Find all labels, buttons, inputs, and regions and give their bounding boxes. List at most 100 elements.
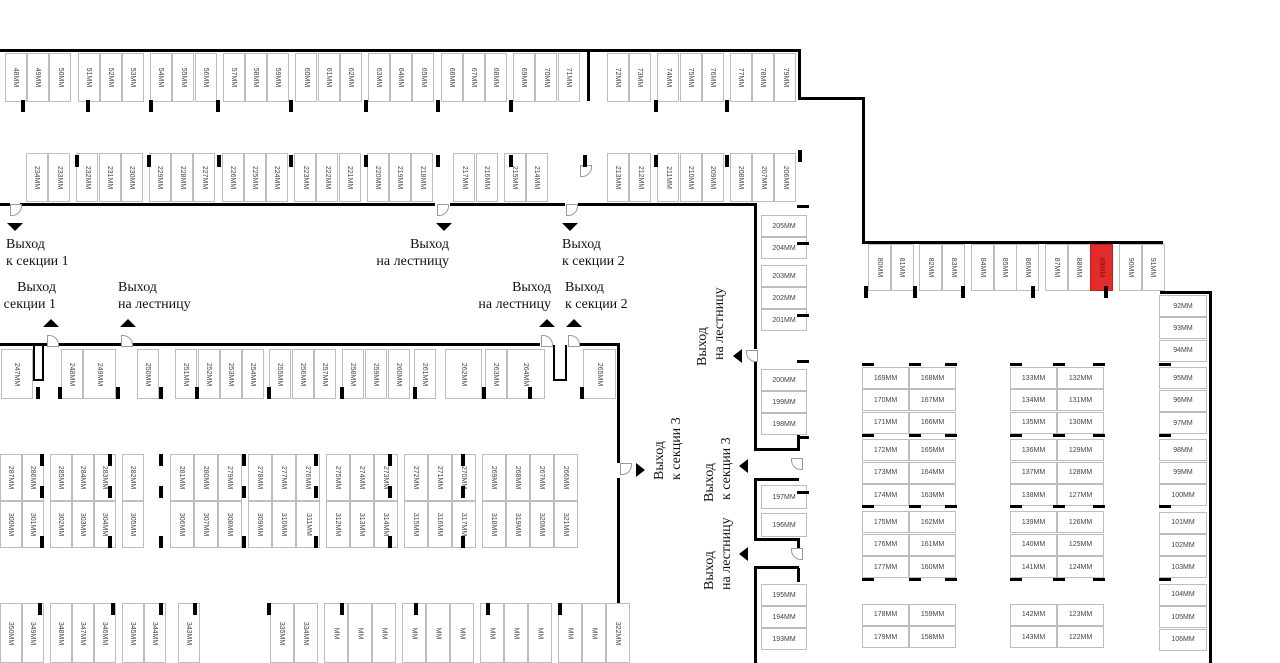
parking-spot[interactable]: 218MM (411, 153, 434, 202)
parking-spot[interactable]: 259MM (365, 349, 387, 399)
parking-spot[interactable]: 312MM (326, 501, 350, 548)
parking-spot[interactable]: 261MM (414, 349, 436, 399)
parking-spot[interactable]: 269MM (482, 454, 506, 501)
parking-spot[interactable]: 160MM (909, 556, 956, 579)
parking-spot[interactable]: 131MM (1057, 389, 1104, 412)
parking-spot[interactable]: 94MM (1159, 339, 1207, 362)
parking-spot[interactable]: 127MM (1057, 484, 1104, 506)
parking-spot[interactable]: 126MM (1057, 511, 1104, 534)
parking-spot[interactable]: 179MM (862, 626, 909, 648)
parking-spot[interactable]: 85MM (993, 244, 1017, 291)
parking-spot[interactable]: 257MM (314, 349, 336, 399)
parking-spot[interactable]: 98MM (1159, 439, 1207, 462)
parking-spot[interactable]: 159MM (909, 603, 956, 626)
parking-spot[interactable]: 69MM (513, 53, 536, 102)
parking-spot[interactable]: 67MM (462, 53, 485, 102)
parking-spot[interactable]: 278MM (248, 454, 272, 501)
parking-spot[interactable]: 96MM (1159, 389, 1207, 412)
parking-spot[interactable]: 52MM (99, 53, 122, 102)
parking-spot[interactable]: 195MM (761, 584, 807, 606)
parking-spot[interactable]: 272MM (404, 454, 428, 501)
parking-spot[interactable]: 137MM (1010, 461, 1057, 484)
parking-spot[interactable]: 141MM (1010, 556, 1057, 579)
parking-spot[interactable]: 100MM (1159, 484, 1207, 507)
parking-spot[interactable]: 309MM (248, 501, 272, 548)
parking-spot[interactable]: MM (528, 603, 552, 663)
parking-spot[interactable]: 263MM (485, 349, 507, 399)
parking-spot[interactable]: 84MM (970, 244, 994, 291)
parking-spot[interactable]: 170MM (862, 389, 909, 412)
parking-spot[interactable]: 322MM (606, 603, 630, 663)
parking-spot[interactable]: 217MM (453, 153, 476, 202)
parking-spot[interactable]: 253MM (220, 349, 242, 399)
parking-spot[interactable]: 171MM (862, 411, 909, 434)
parking-spot[interactable]: 228MM (171, 153, 194, 202)
parking-spot[interactable]: 229MM (149, 153, 171, 202)
parking-spot[interactable]: 321MM (554, 501, 578, 548)
parking-spot[interactable]: 138MM (1010, 484, 1057, 506)
parking-spot[interactable]: 199MM (761, 391, 807, 413)
parking-spot[interactable]: 90MM (1119, 244, 1142, 291)
parking-spot[interactable]: 139MM (1010, 511, 1057, 534)
parking-spot[interactable]: 265MM (583, 349, 616, 399)
parking-spot[interactable]: 300MM (0, 501, 22, 548)
parking-spot[interactable]: 284MM (72, 454, 94, 501)
parking-spot[interactable]: 277MM (272, 454, 296, 501)
parking-spot[interactable]: 161MM (909, 533, 956, 556)
parking-spot[interactable]: 223MM (294, 153, 317, 202)
parking-spot[interactable]: 140MM (1010, 533, 1057, 556)
parking-spot[interactable]: 61MM (317, 53, 340, 102)
parking-spot[interactable]: 87MM (1044, 244, 1068, 291)
parking-spot[interactable]: 307MM (194, 501, 218, 548)
parking-spot[interactable]: 249MM (83, 349, 116, 399)
parking-spot[interactable]: 168MM (909, 367, 956, 389)
parking-spot[interactable]: 318MM (482, 501, 506, 548)
parking-spot[interactable]: MM (372, 603, 396, 663)
parking-spot[interactable]: MM (480, 603, 504, 663)
parking-spot[interactable]: 73MM (629, 53, 652, 102)
parking-spot[interactable]: 201MM (761, 309, 807, 331)
parking-spot[interactable]: 55MM (172, 53, 195, 102)
parking-spot[interactable]: MM (504, 603, 528, 663)
parking-spot[interactable]: 82MM (919, 244, 943, 291)
parking-spot[interactable]: 225MM (243, 153, 266, 202)
parking-spot[interactable]: 122MM (1057, 626, 1104, 648)
parking-spot[interactable]: 347MM (72, 603, 94, 663)
parking-spot[interactable]: MM (324, 603, 348, 663)
parking-spot[interactable]: 250MM (137, 349, 159, 399)
parking-spot[interactable]: 50MM (49, 53, 72, 102)
parking-spot[interactable]: 251MM (175, 349, 197, 399)
parking-spot[interactable]: 166MM (909, 411, 956, 434)
parking-spot[interactable]: 196MM (761, 513, 807, 537)
parking-spot[interactable]: 57MM (222, 53, 245, 102)
parking-spot[interactable]: 91MM (1141, 244, 1165, 291)
parking-spot[interactable]: 301MM (22, 501, 44, 548)
parking-spot[interactable]: 132MM (1057, 367, 1104, 389)
parking-spot[interactable]: 165MM (909, 439, 956, 462)
parking-spot[interactable]: 215MM (503, 153, 526, 202)
parking-spot[interactable]: 193MM (761, 628, 807, 650)
parking-spot[interactable]: 345MM (122, 603, 144, 663)
parking-spot[interactable]: 320MM (530, 501, 554, 548)
parking-spot[interactable]: 279MM (218, 454, 242, 501)
parking-spot[interactable]: 80MM (868, 244, 891, 291)
parking-spot[interactable]: 304MM (94, 501, 116, 548)
parking-spot[interactable]: 136MM (1010, 439, 1057, 462)
parking-spot[interactable]: 93MM (1159, 317, 1207, 340)
parking-spot[interactable]: 177MM (862, 556, 909, 579)
parking-spot[interactable]: 209MM (701, 153, 724, 202)
parking-spot[interactable]: 70MM (535, 53, 558, 102)
parking-spot[interactable]: 260MM (388, 349, 410, 399)
parking-spot[interactable]: 200MM (761, 369, 807, 391)
parking-spot[interactable]: 204MM (761, 237, 807, 259)
parking-spot[interactable]: 102MM (1159, 534, 1207, 556)
parking-spot[interactable]: 88MM (1067, 244, 1091, 291)
parking-spot[interactable]: 267MM (530, 454, 554, 501)
parking-spot[interactable]: 303MM (72, 501, 94, 548)
parking-spot[interactable]: 72MM (607, 53, 629, 102)
parking-spot[interactable]: 305MM (122, 501, 144, 548)
parking-spot[interactable]: 101MM (1159, 511, 1207, 534)
parking-spot[interactable]: 178MM (862, 603, 909, 626)
parking-spot[interactable]: 162MM (909, 511, 956, 534)
parking-spot[interactable]: 234MM (26, 153, 48, 202)
